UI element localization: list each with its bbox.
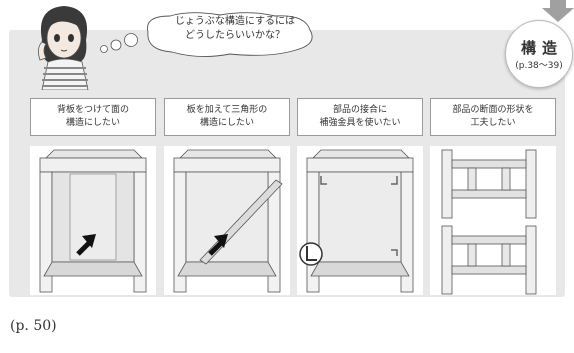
metal-fitting-illustration [297,146,423,295]
method-2-line-2: 構造にしたい [199,118,254,128]
method-label-2: 板を加えて三角形の 構造にしたい [164,98,290,136]
down-arrow-icon [542,0,574,22]
method-1-line-2: 構造にしたい [65,118,120,128]
method-label-4: 部品の断面の形状を 工夫したい [430,98,556,136]
method-3-line-2: 補強金具を使いたい [319,118,401,128]
badge-title: 構造 [520,39,563,57]
method-4-line-1: 部品の断面の形状を [452,105,534,115]
badge-pages: (p.38〜39) [515,61,563,71]
topic-badge: 構造 (p.38〜39) [505,20,573,88]
back-panel-illustration [30,146,156,295]
page-reference: (p. 50) [10,318,57,334]
method-4-line-2: 工夫したい [470,118,516,128]
brace-illustration [164,146,290,295]
cross-section-illustration [430,146,556,295]
thought-bubble [100,12,313,57]
speech-line-2: どうしたらいいかな？ [185,30,285,41]
method-3-line-1: 部品の接合に [332,105,387,115]
method-label-1: 背板をつけて面の 構造にしたい [30,98,156,136]
girl-character-illustration [38,6,89,90]
method-label-3: 部品の接合に 補強金具を使いたい [297,98,423,136]
speech-line-1: じょうぶな構造にするには [174,16,296,27]
method-2-line-1: 板を加えて三角形の [186,105,268,115]
method-1-line-1: 背板をつけて面の [56,105,129,115]
